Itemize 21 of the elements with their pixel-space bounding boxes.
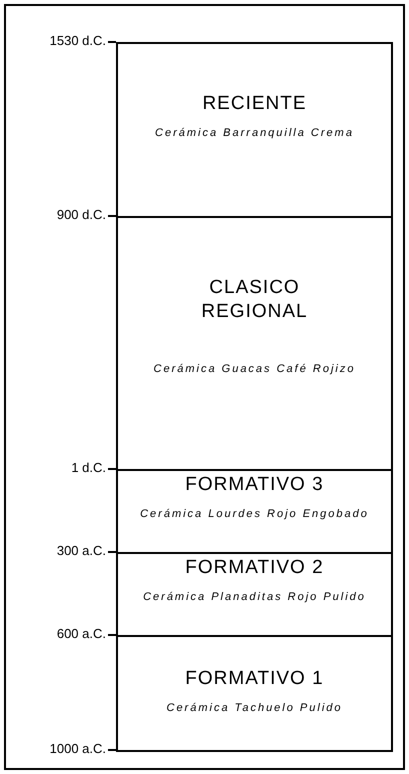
period-box [116,635,393,752]
period-title: FORMATIVO 3 [185,473,324,497]
ceramic-type: Cerámica Lourdes Rojo Engobado [140,507,369,522]
date-label: 1 d.C. [71,460,116,476]
period-title: FORMATIVO 1 [185,667,324,691]
period-title: CLASICO REGIONAL [200,276,309,324]
date-label: 300 a.C. [56,543,116,559]
date-label: 600 a.C. [56,626,116,642]
ceramic-type: Cerámica Guacas Café Rojizo [154,362,356,377]
period-box [116,42,393,218]
period-box [116,552,393,637]
date-label: 1000 a.C. [50,741,116,757]
period-title: FORMATIVO 2 [185,556,324,580]
ceramic-type: Cerámica Barranquilla Crema [155,126,354,141]
ceramic-type: Cerámica Tachuelo Pulido [166,701,342,716]
date-label: 1530 d.C. [50,33,116,49]
period-box [116,469,393,554]
period-box [116,216,393,471]
period-title: RECIENTE [202,92,307,116]
ceramic-type: Cerámica Planaditas Rojo Pulido [143,590,366,605]
date-label: 900 d.C. [56,207,116,223]
